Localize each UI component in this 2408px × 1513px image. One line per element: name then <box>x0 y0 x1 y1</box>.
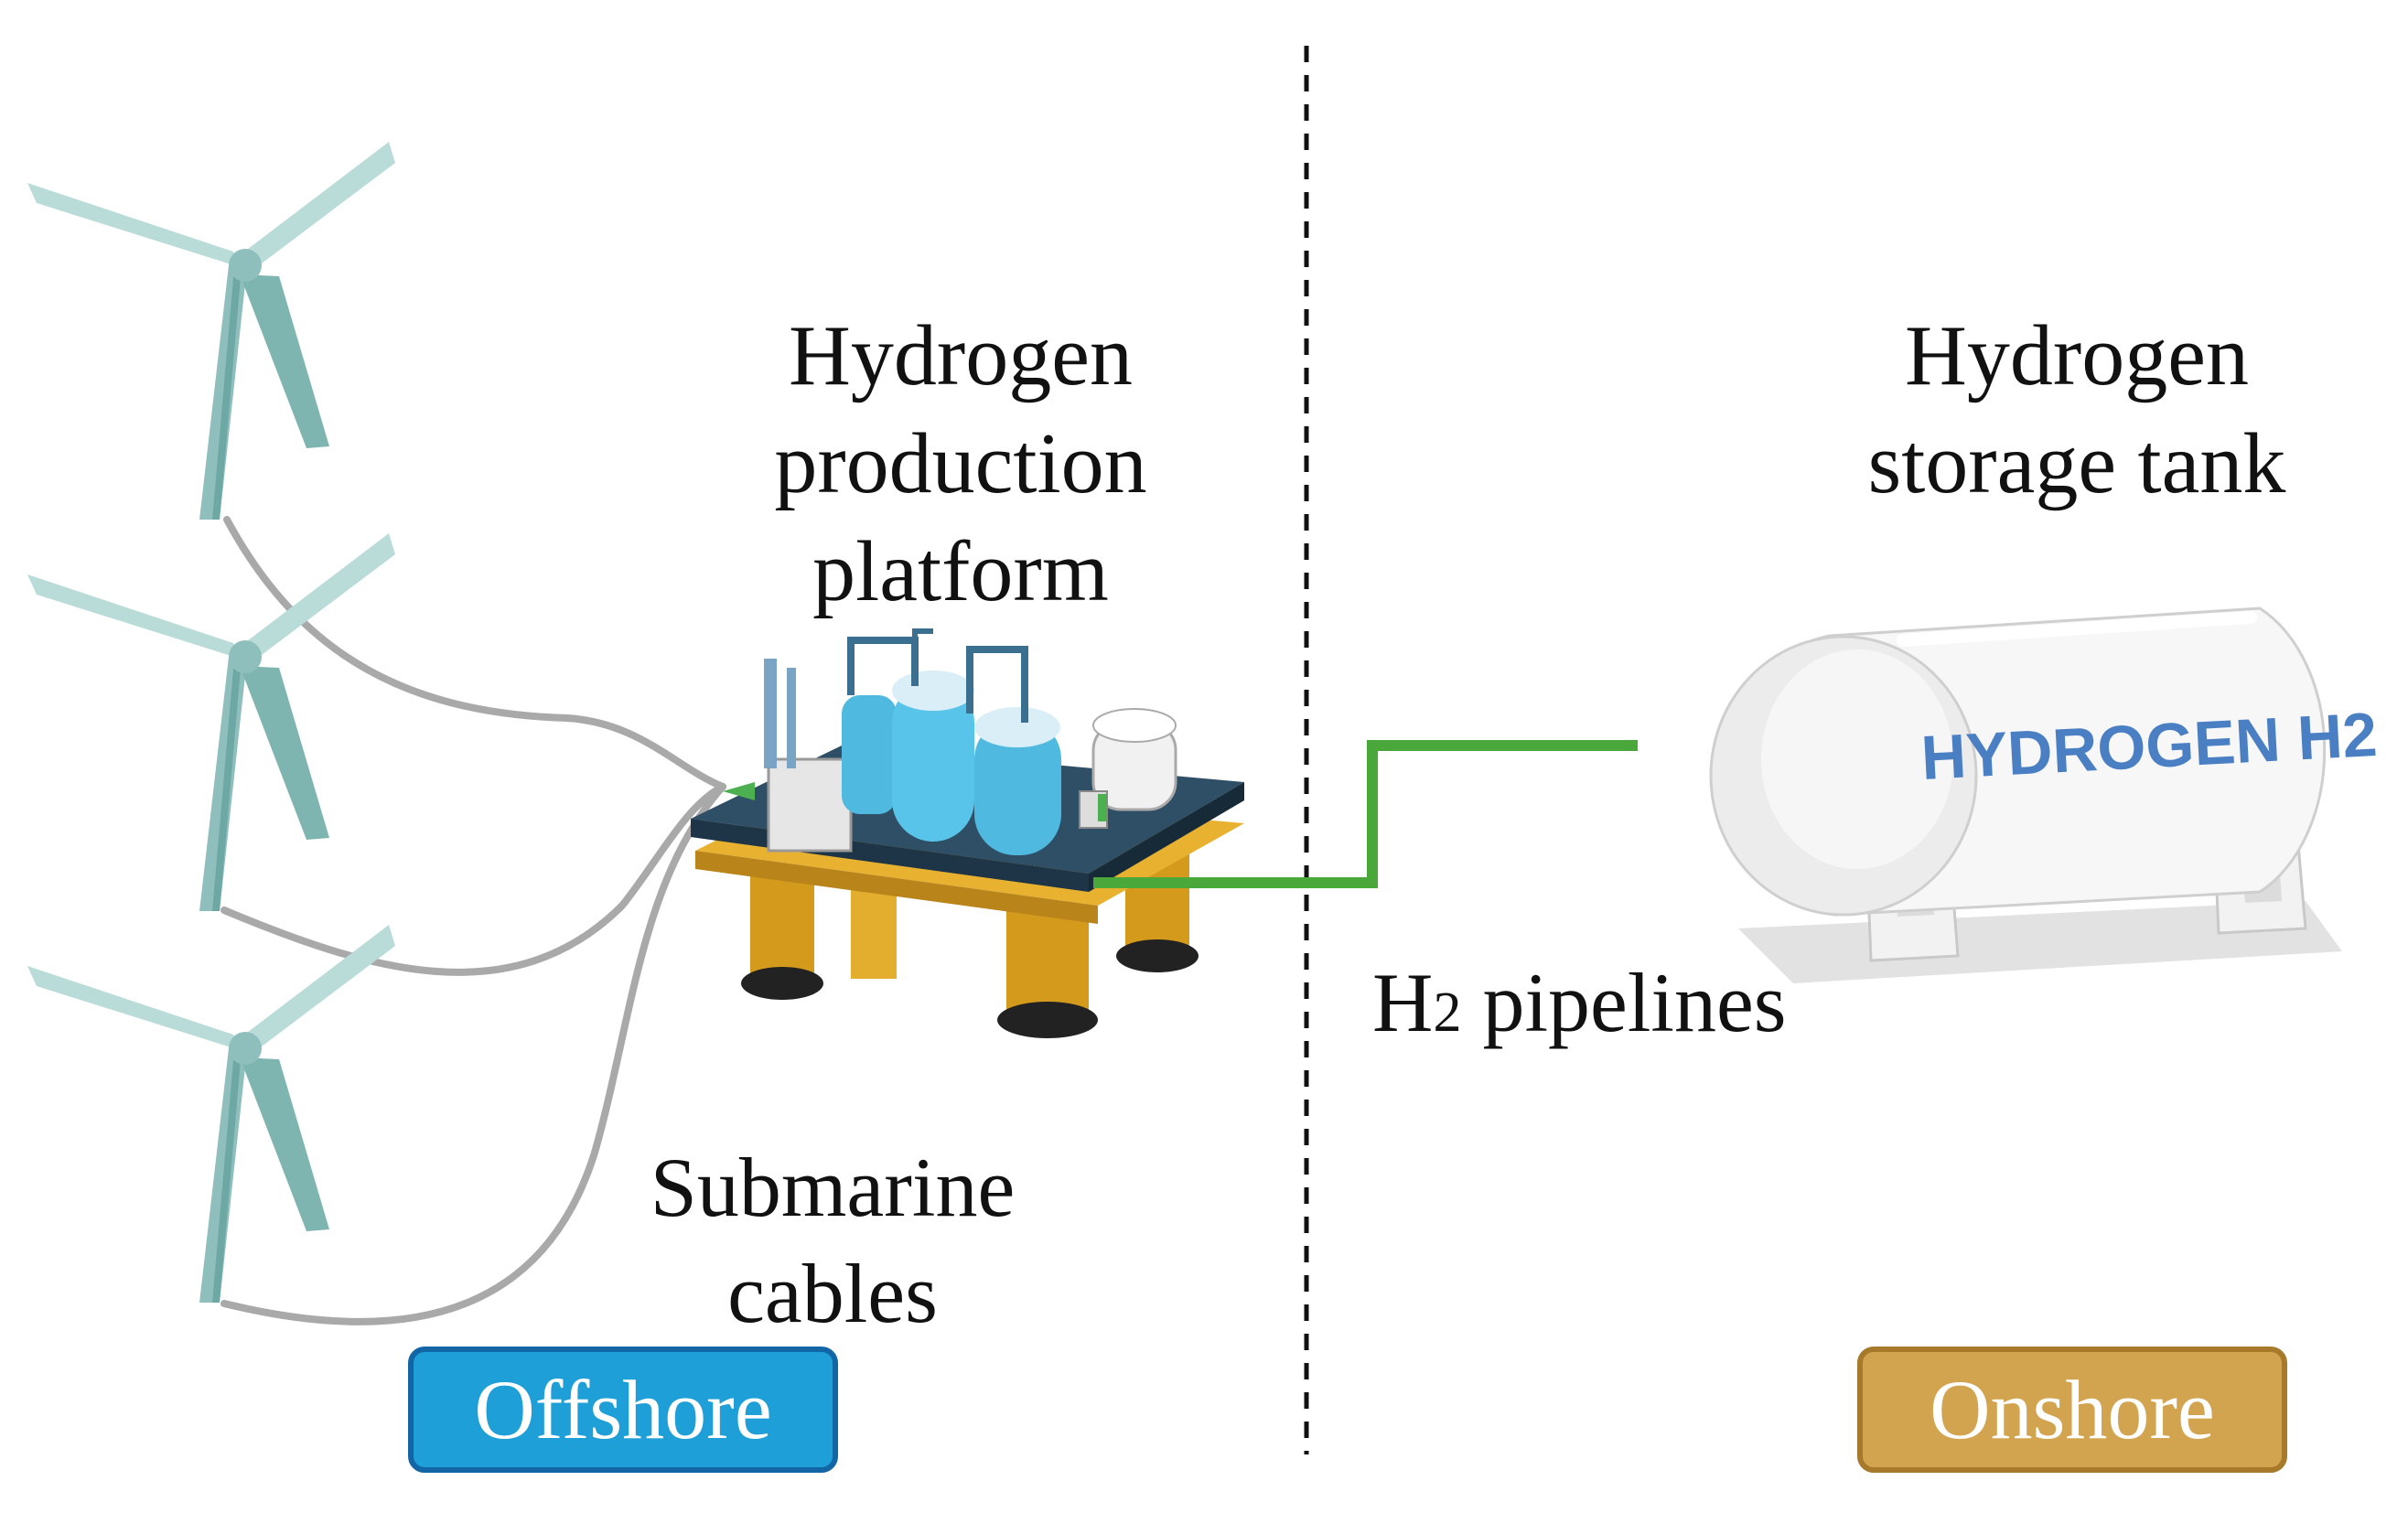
wind-turbine-icon <box>27 533 395 911</box>
offshore-badge: Offshore <box>408 1347 838 1473</box>
submarine-cables-label: Submarine cables <box>586 1134 1080 1347</box>
production-platform-label-line-2: production <box>774 416 1147 511</box>
onshore-badge: Onshore <box>1857 1347 2287 1473</box>
submarine-cable-3 <box>220 783 726 1325</box>
storage-tank-label-line-1: Hydrogen <box>1905 308 2249 403</box>
h2-pipeline <box>1093 740 1638 888</box>
h2-pipelines-label-prefix: H <box>1372 956 1434 1049</box>
h2-pipelines-label: H2 pipelines <box>1372 960 1848 1045</box>
hydrogen-platform-icon <box>691 628 1244 1038</box>
wind-turbine-icon <box>27 142 395 520</box>
wind-turbine-icon <box>27 925 395 1303</box>
h2-pipelines-label-suffix: pipelines <box>1461 956 1787 1049</box>
production-platform-label-line-3: platform <box>812 524 1109 619</box>
hydrogen-tank-icon <box>1709 606 2342 983</box>
submarine-cables-label-line-1: Submarine <box>650 1141 1016 1234</box>
storage-tank-label-line-2: storage tank <box>1867 416 2286 511</box>
production-platform-label: Hydrogen production platform <box>695 302 1226 626</box>
storage-tank-label: Hydrogen storage tank <box>1802 302 2351 518</box>
h2-pipelines-label-subscript: 2 <box>1433 982 1462 1044</box>
production-platform-label-line-1: Hydrogen <box>789 308 1133 403</box>
submarine-cable-2 <box>220 783 726 976</box>
submarine-cables-label-line-2: cables <box>727 1247 938 1340</box>
